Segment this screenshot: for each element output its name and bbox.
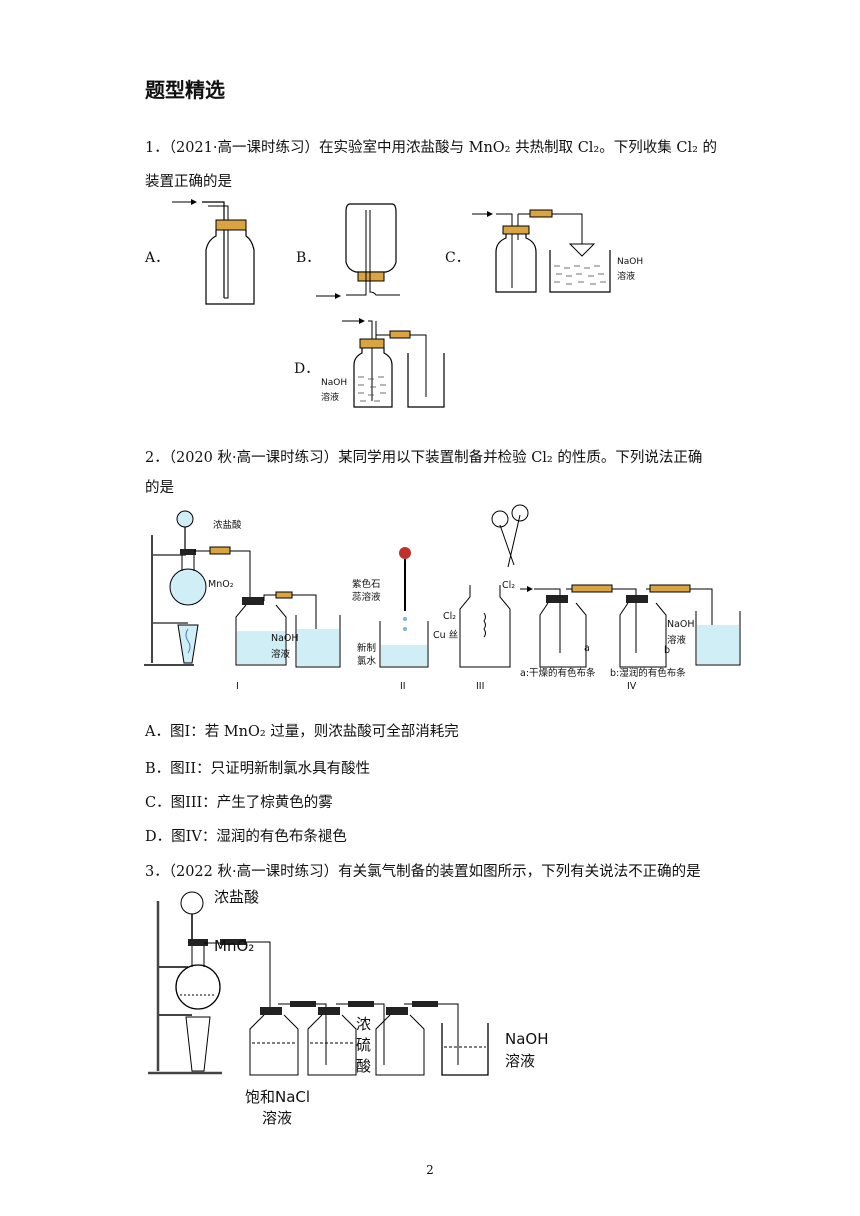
q2-stem-line2: 的是 [145, 480, 174, 496]
q2-option-d[interactable]: D．图IV：湿润的有色布条褪色 [145, 829, 347, 845]
q3-figure-apparatus [148, 891, 489, 1076]
q1-d-solution-label: 溶液 [321, 393, 340, 403]
q3-stem-line1: 3．（2022 秋·高一课时练习）有关氯气制备的装置如图所示，下列有关说法不正确… [145, 864, 701, 880]
q2-label-roman-3: III [476, 681, 485, 692]
q2-label-b: b [664, 645, 671, 656]
q1-option-a-label[interactable]: A． [145, 250, 170, 266]
q2-option-c[interactable]: C．图III：产生了棕黄色的雾 [145, 795, 333, 811]
q2-stem-line1: 2．（2020 秋·高一课时练习）某同学用以下装置制备并检验 Cl₂ 的性质。下… [145, 450, 703, 466]
q3-label-conc-h2so4-2: 硫 [356, 1036, 372, 1054]
q2-label-mno2: MnO₂ [208, 579, 234, 590]
q2-label-cl2-jar: Cl₂ [443, 611, 457, 622]
q2-label-cl2-inlet: Cl₂ [502, 580, 516, 591]
q3-label-conc-h2so4-1: 浓 [356, 1015, 372, 1033]
q3-label-naoh: NaOH [505, 1030, 549, 1048]
q3-label-sat-nacl-2: 溶液 [262, 1109, 293, 1127]
q1-stem-line2: 装置正确的是 [145, 174, 232, 190]
q2-figure-apparatus [144, 504, 741, 668]
q2-label-dry-cloth: a:干燥的有色布条 [520, 668, 596, 679]
q2-label-wet-cloth: b:湿润的有色布条 [610, 668, 686, 679]
q1-option-b-label[interactable]: B． [296, 250, 321, 266]
q3-label-mno2: MnO₂ [214, 937, 255, 955]
q2-label-solution-iv: 溶液 [667, 635, 687, 646]
q1-apparatus-b [316, 203, 400, 299]
q1-stem-line1: 1．（2021·高一课时练习）在实验室中用浓盐酸与 MnO₂ 共热制取 Cl₂。… [145, 140, 718, 156]
q1-c-solution-label: 溶液 [617, 272, 636, 282]
q2-label-conc-hcl: 浓盐酸 [213, 520, 242, 531]
q1-d-naoh-label: NaOH [321, 378, 348, 388]
q3-label-conc-hcl: 浓盐酸 [214, 888, 260, 906]
q1-apparatus-a [172, 199, 255, 305]
q3-label-solution: 溶液 [505, 1052, 536, 1070]
q2-option-a[interactable]: A．图I：若 MnO₂ 过量，则浓盐酸可全部消耗完 [145, 724, 459, 740]
q3-label-conc-h2so4-3: 酸 [356, 1057, 372, 1075]
q2-label-roman-4: IV [627, 681, 637, 692]
q2-label-litmus-1: 紫色石 [352, 579, 381, 590]
q3-label-sat-nacl-1: 饱和NaCl [245, 1088, 311, 1106]
q1-apparatus-c [472, 209, 611, 293]
q2-label-fresh-1: 新制 [357, 643, 377, 654]
q1-c-naoh-label: NaOH [617, 257, 644, 267]
q2-option-b[interactable]: B．图II：只证明新制氯水具有酸性 [145, 761, 371, 777]
q2-label-litmus-2: 蕊溶液 [352, 592, 381, 603]
q2-label-a: a [584, 643, 590, 654]
page-number: 2 [426, 1163, 434, 1177]
q2-label-solution: 溶液 [271, 649, 291, 660]
q2-label-fresh-2: 氯水 [357, 656, 377, 667]
q2-label-roman-1: I [236, 681, 239, 692]
q2-label-naoh: NaOH [271, 633, 299, 644]
q2-label-cu-wire: Cu 丝 [433, 630, 459, 641]
q2-label-naoh-iv: NaOH [667, 619, 695, 630]
q1-option-d-label[interactable]: D． [294, 361, 320, 377]
q1-apparatus-d [342, 318, 445, 408]
q2-label-roman-2: II [400, 681, 406, 692]
q1-option-c-label[interactable]: C． [445, 250, 470, 266]
section-heading: 题型精选 [145, 78, 225, 102]
